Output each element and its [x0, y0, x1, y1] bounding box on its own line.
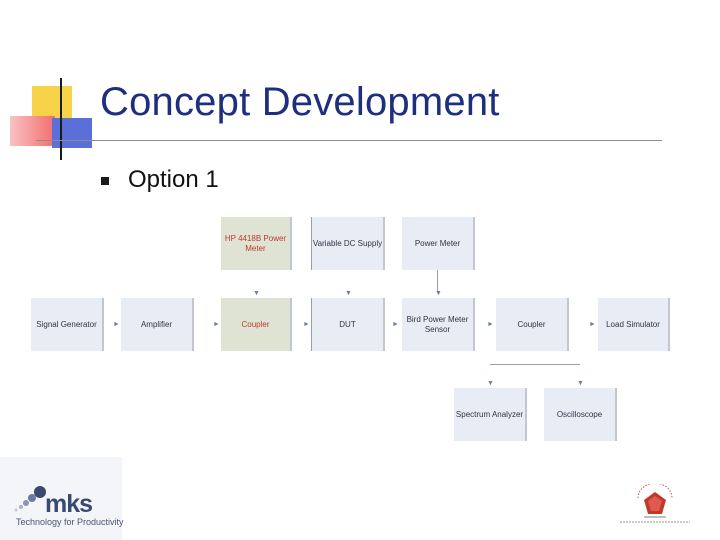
- connector-dut-left: [311, 298, 312, 351]
- bullet-option-1: Option 1: [128, 166, 219, 193]
- title-deco-vline: [60, 78, 62, 160]
- arrow-down-power-meter: ▼: [435, 290, 442, 297]
- mks-logo-dots-icon: [14, 486, 46, 512]
- arrow-down-oscilloscope: ▼: [577, 380, 584, 387]
- arrow-right-amp: ►: [213, 321, 220, 328]
- mks-logo-text: mks: [45, 490, 93, 518]
- arrow-right-bird: ►: [487, 321, 494, 328]
- arrow-right-dut: ►: [392, 321, 399, 328]
- mks-logo-tagline: Technology for Productivity: [16, 517, 124, 527]
- box-bird-power-meter-sensor: Bird Power Meter Sensor: [402, 298, 475, 351]
- box-signal-generator: Signal Generator: [31, 298, 104, 351]
- slide-title: Concept Development: [100, 80, 500, 124]
- connector-coupler2-split: [490, 364, 580, 365]
- box-coupler-1: Coupler: [221, 298, 292, 351]
- box-oscilloscope: Oscilloscope: [544, 388, 617, 441]
- title-rule: [36, 140, 662, 141]
- box-amplifier: Amplifier: [121, 298, 194, 351]
- arrow-down-spectrum: ▼: [487, 380, 494, 387]
- arrow-right-coupler2: ►: [589, 321, 596, 328]
- arrow-right-siggen: ►: [113, 321, 120, 328]
- box-hp-power-meter: HP 4418B Power Meter: [221, 217, 292, 270]
- box-coupler-2: Coupler: [496, 298, 569, 351]
- arrow-right-coupler1: ►: [303, 321, 310, 328]
- title-deco-blue: [52, 118, 92, 148]
- bullet-marker: [101, 177, 109, 185]
- box-load-simulator: Load Simulator: [598, 298, 670, 351]
- box-power-meter: Power Meter: [402, 217, 475, 270]
- box-dut: DUT: [312, 298, 385, 351]
- connector-dc-left: [311, 217, 312, 270]
- connector-power-meter-down: [437, 270, 438, 292]
- arrow-down-hp: ▼: [253, 290, 260, 297]
- box-spectrum-analyzer: Spectrum Analyzer: [454, 388, 527, 441]
- arrow-down-dc: ▼: [345, 290, 352, 297]
- university-seal-icon: [620, 484, 690, 523]
- title-deco-red: [10, 116, 55, 146]
- box-variable-dc-supply: Variable DC Supply: [312, 217, 385, 270]
- mks-logo-panel: [0, 457, 122, 540]
